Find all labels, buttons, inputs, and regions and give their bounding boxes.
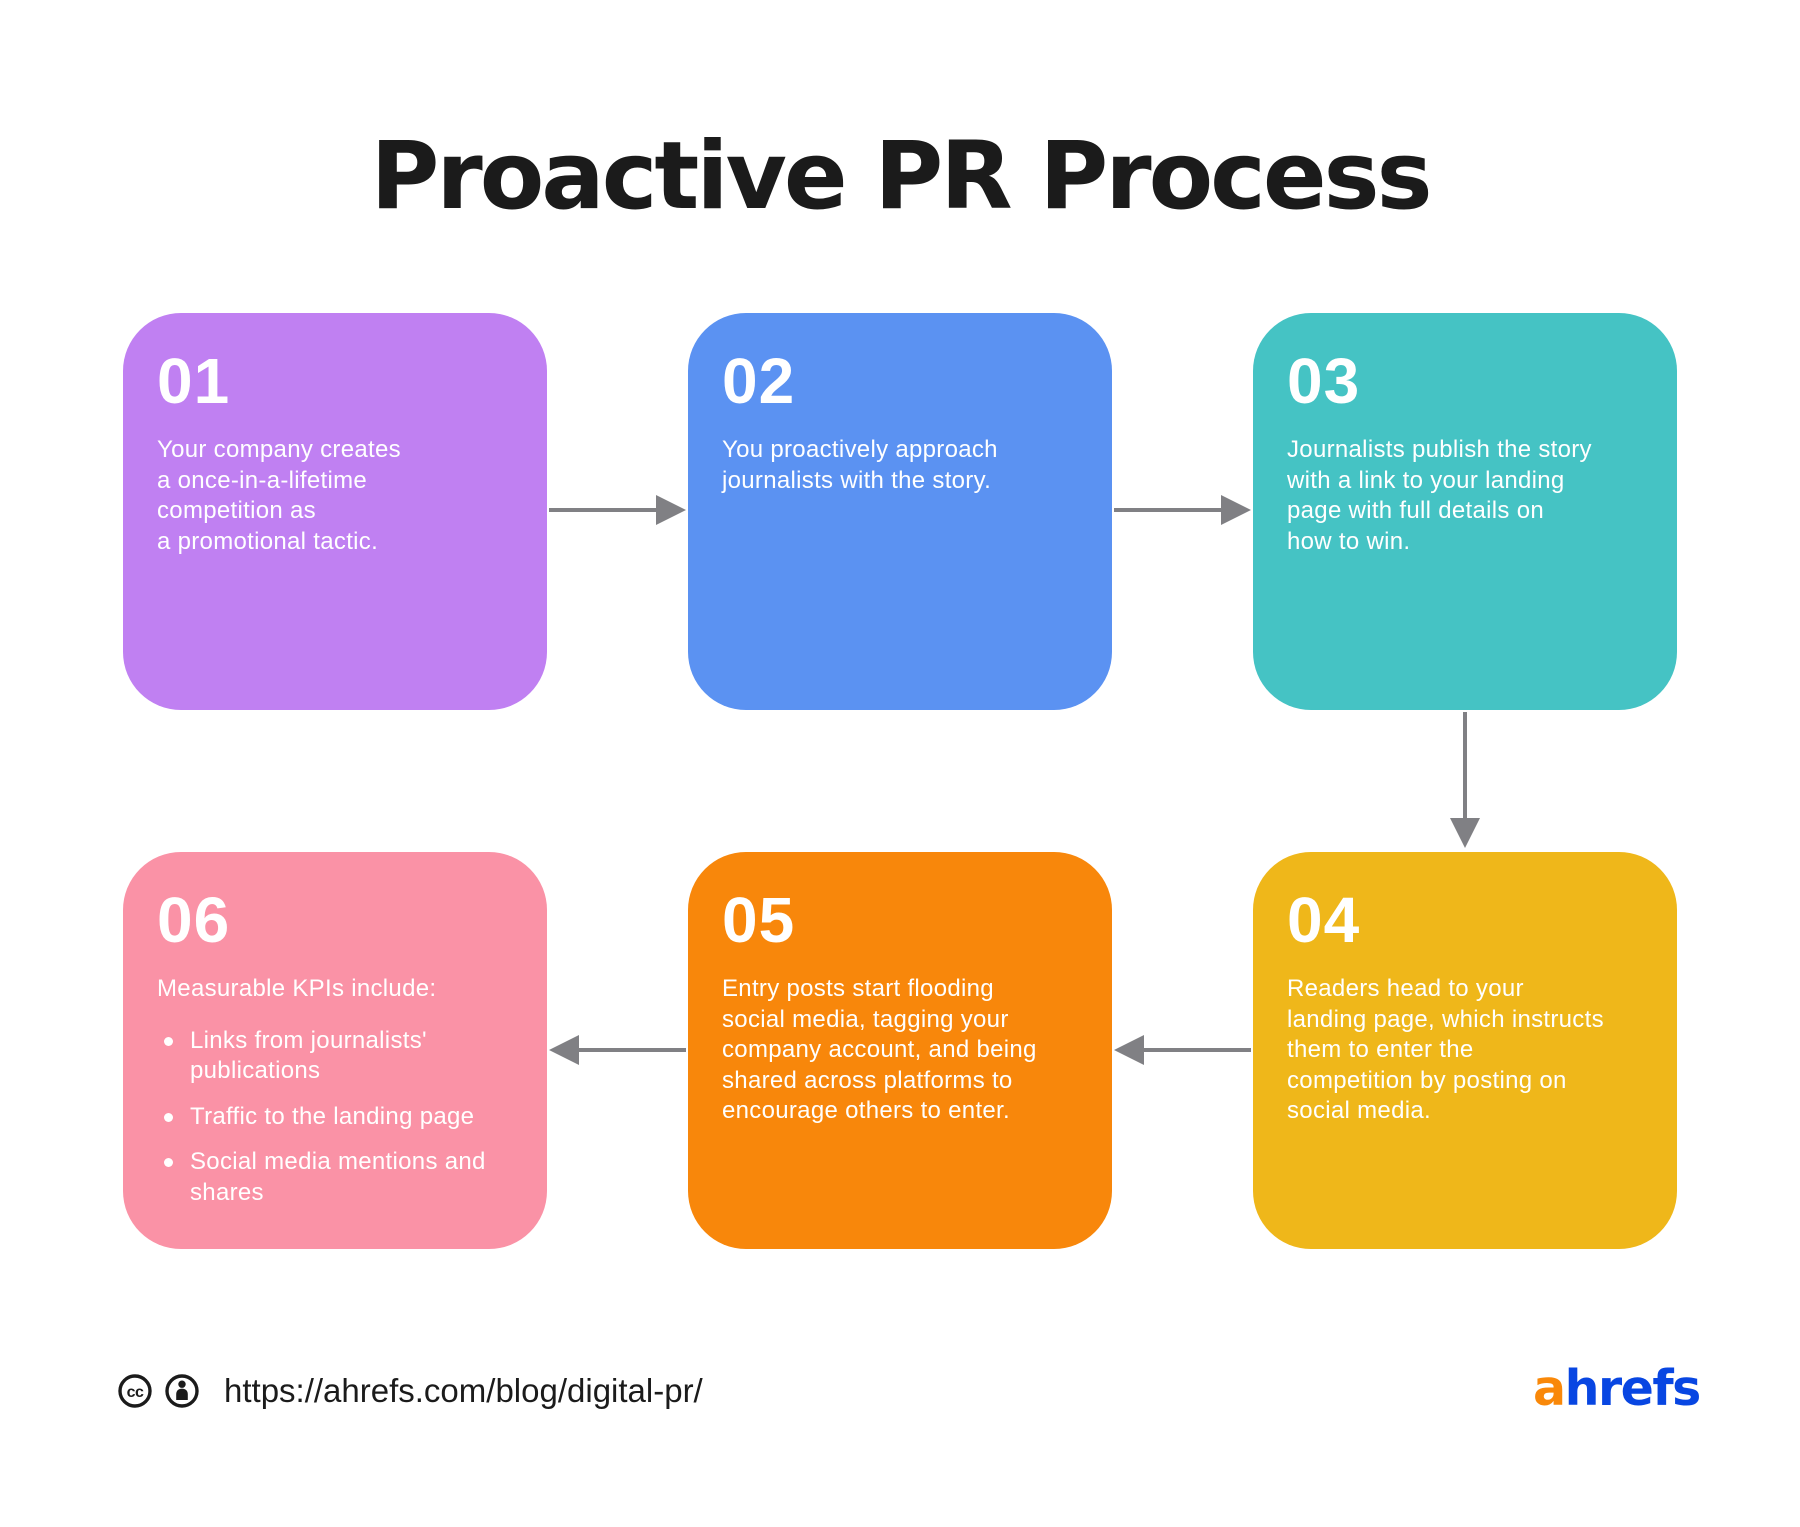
step-card-04: 04 Readers head to your landing page, wh… [1253,852,1677,1249]
source-url: https://ahrefs.com/blog/digital-pr/ [224,1372,703,1409]
step-number: 01 [157,345,231,417]
step-number: 05 [722,884,796,956]
arrow-step5-to-step6-icon [549,1035,686,1065]
step-card-02: 02 You proactively approach journalists … [688,313,1112,710]
attribution-person-icon [165,1374,199,1408]
kpi-item: Links from journalists' publications [157,1026,515,1087]
step-heading: Measurable KPIs include: [157,975,437,1002]
kpi-item: Traffic to the landing page [157,1102,515,1133]
arrow-step3-to-step4-icon [1450,712,1480,848]
step-text: Readers head to your landing page, which… [1287,975,1604,1124]
step-card-01: 01 Your company creates a once-in-a-life… [123,313,547,710]
step-number: 03 [1287,345,1361,417]
step-text: You proactively approach journalists wit… [722,436,998,494]
svg-text:cc: cc [127,1384,144,1401]
step-text: Your company creates a once-in-a-lifetim… [157,436,401,555]
step-number: 04 [1287,884,1361,956]
page-title: Proactive PR Process [370,122,1432,231]
cc-icon: cc [118,1374,152,1408]
arrow-step1-to-step2-icon [549,495,686,525]
step-text: Entry posts start flooding social media,… [722,975,1037,1124]
arrow-step2-to-step3-icon [1114,495,1251,525]
step-card-03: 03 Journalists publish the story with a … [1253,313,1677,710]
step-number: 02 [722,345,796,417]
ahrefs-logo: ahrefs [1533,1360,1702,1417]
footer-license: cc https://ahrefs.com/blog/digital-pr/ [118,1372,703,1410]
ahrefs-logo-a: a [1533,1360,1566,1417]
arrow-step4-to-step5-icon [1114,1035,1251,1065]
step-number: 06 [157,884,231,956]
kpi-item: Social media mentions and shares [157,1147,515,1208]
step-card-05: 05 Entry posts start flooding social med… [688,852,1112,1249]
step-card-06: 06 Measurable KPIs include: Links from j… [123,852,547,1249]
kpi-list: Links from journalists' publications Tra… [157,1026,515,1209]
ahrefs-logo-hrefs: hrefs [1564,1360,1702,1417]
step-text: Journalists publish the story with a lin… [1287,436,1592,555]
